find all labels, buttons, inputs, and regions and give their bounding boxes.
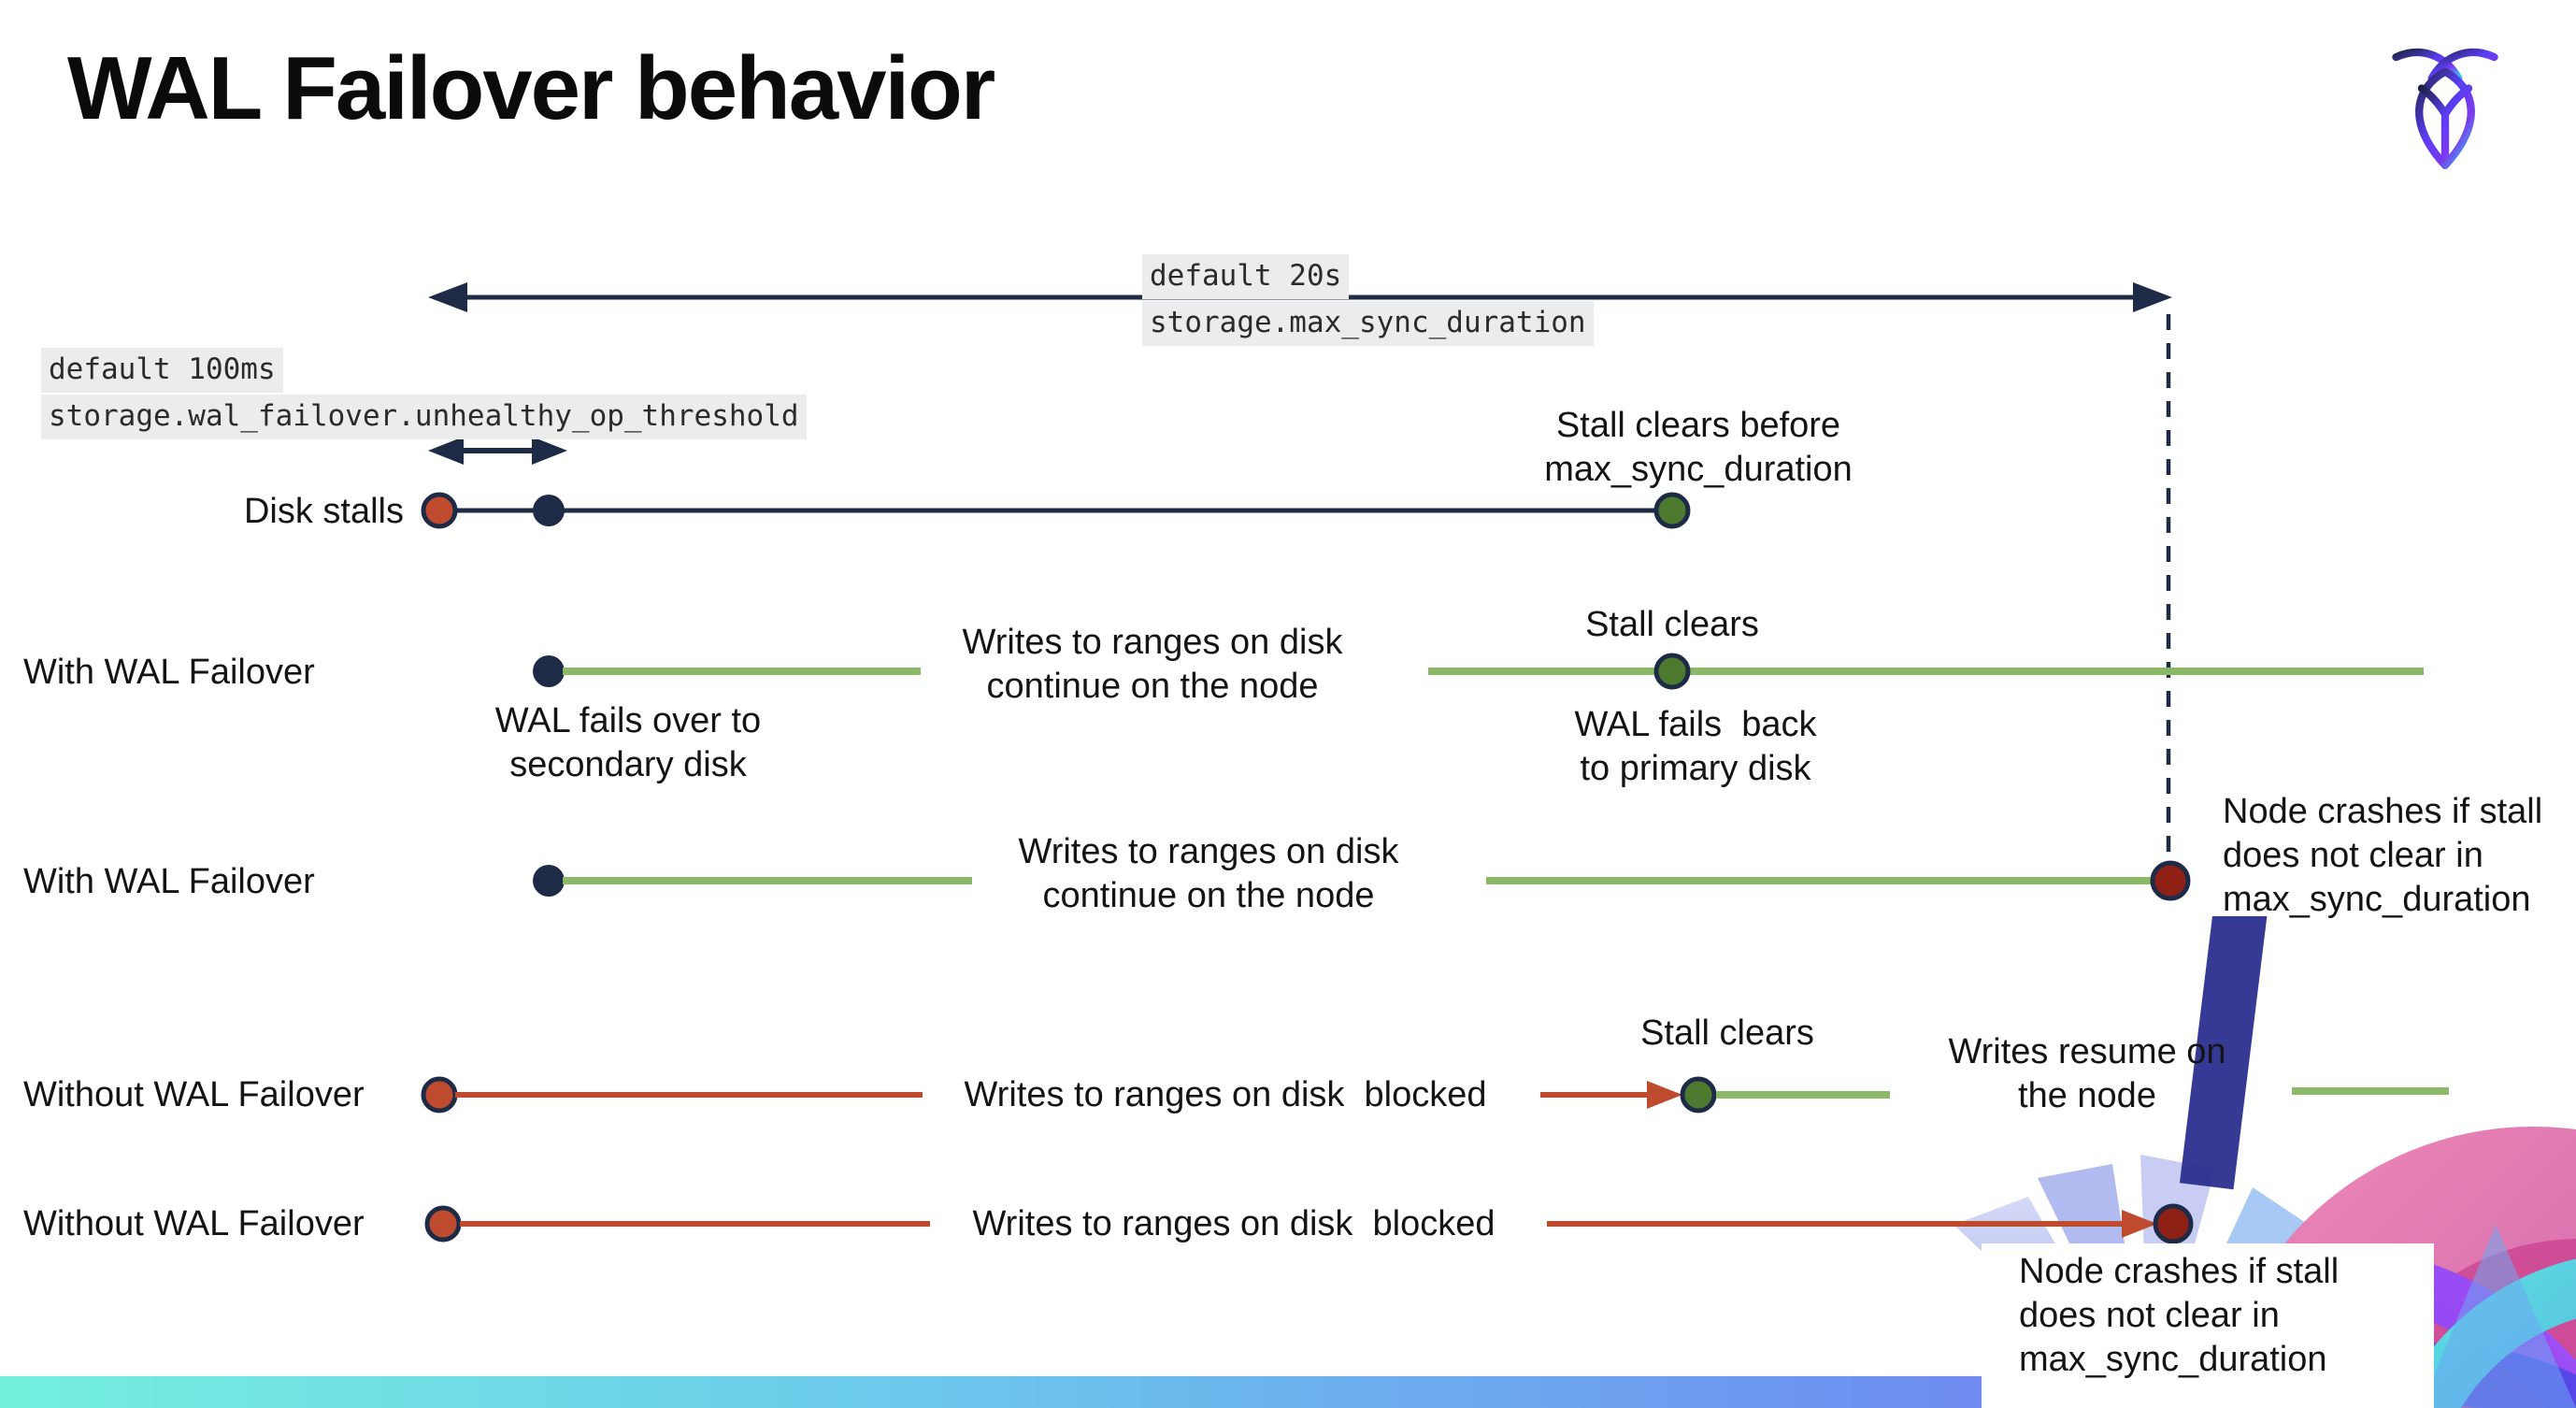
writes-blocked-note-1: Writes to ranges on disk blocked — [964, 1075, 1487, 1114]
threshold-dot — [533, 495, 565, 526]
stall-clears-before-note: Stall clears before max_sync_duration — [1544, 406, 1853, 489]
node-crash-note-top: Node crashes if stall does not clear in … — [2223, 792, 2543, 919]
arrow-left-head-icon — [428, 282, 467, 312]
stall-start-dot — [424, 1205, 462, 1243]
writes-resume-note: Writes resume on the node — [1948, 1032, 2226, 1115]
row-label-with-wal-failover-1: With WAL Failover — [23, 653, 315, 692]
cockroachdb-logo — [2392, 48, 2498, 170]
node-crash-note-bottom: Node crashes if stall does not clear in … — [2019, 1252, 2340, 1379]
red-arrow-head-icon — [1647, 1081, 1682, 1109]
unhealthy-op-threshold-label: default 100ms storage.wal_failover.unhea… — [41, 348, 807, 441]
row-label-without-wal-failover-2: Without WAL Failover — [23, 1204, 365, 1243]
node-crash-dot — [2150, 860, 2191, 901]
writes-continue-note-1: Writes to ranges on disk continue on the… — [962, 623, 1343, 706]
stall-clears-note-1: Stall clears — [1585, 605, 1759, 644]
wal-fails-back-note: WAL fails back to primary disk — [1574, 705, 1817, 788]
artwork-indigo-bar — [2179, 916, 2268, 1190]
arrow-left-head-icon — [428, 437, 464, 465]
failover-dot — [533, 655, 565, 687]
writes-blocked-note-2: Writes to ranges on disk blocked — [972, 1204, 1496, 1243]
node-crash-dot — [2153, 1203, 2194, 1244]
row-label-disk-stalls: Disk stalls — [243, 492, 404, 531]
logo-inner-y — [2417, 84, 2473, 167]
stall-start-dot — [421, 1076, 458, 1113]
row-label-without-wal-failover-1: Without WAL Failover — [23, 1075, 365, 1114]
max-sync-setting-name: storage.max_sync_duration — [1142, 301, 1594, 346]
stall-start-dot — [421, 492, 458, 529]
wal-fails-over-note: WAL fails over to secondary disk — [494, 701, 762, 784]
stall-clears-dot — [1653, 492, 1691, 529]
max-sync-duration-label: default 20s storage.max_sync_duration — [1142, 254, 1594, 348]
red-arrow-head-icon — [2122, 1210, 2157, 1238]
arrow-right-head-icon — [532, 437, 567, 465]
writes-continue-note-2: Writes to ranges on disk continue on the… — [1018, 832, 1399, 915]
artwork-blue-wedge — [2421, 1225, 2576, 1408]
failover-dot — [533, 865, 565, 897]
logo-right-antenna — [2427, 48, 2498, 82]
arrow-right-head-icon — [2133, 282, 2172, 312]
max-sync-default-value: default 20s — [1142, 254, 1350, 299]
stall-clears-note-2: Stall clears — [1640, 1013, 1814, 1053]
crash-callout-box — [1982, 1243, 2434, 1408]
row-label-with-wal-failover-2: With WAL Failover — [23, 862, 315, 901]
threshold-default-value: default 100ms — [41, 348, 283, 393]
stall-clears-dot — [1653, 653, 1691, 690]
stall-clears-dot — [1680, 1076, 1717, 1113]
threshold-setting-name: storage.wal_failover.unhealthy_op_thresh… — [41, 395, 807, 439]
page-title: WAL Failover behavior — [67, 38, 995, 138]
logo-left-antenna — [2392, 48, 2463, 82]
